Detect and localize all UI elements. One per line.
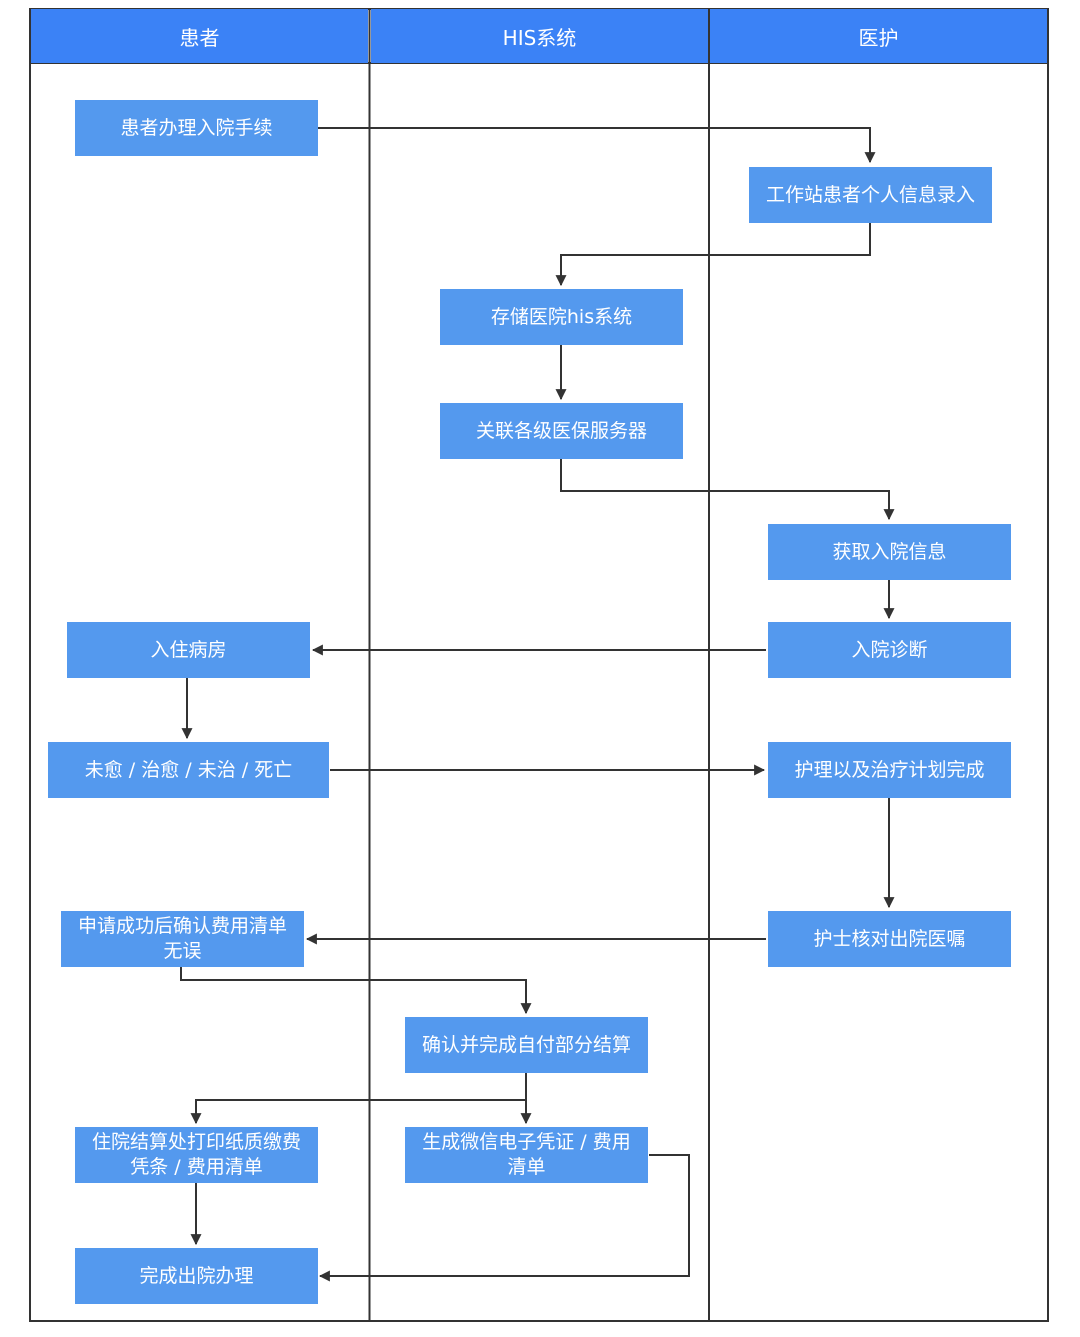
node-admit: 患者办理入院手续	[75, 100, 318, 156]
node-settle: 确认并完成自付部分结算	[405, 1017, 648, 1073]
node-outcome: 未愈 / 治愈 / 未治 / 死亡	[48, 742, 329, 798]
node-fetch: 获取入院信息	[768, 524, 1011, 580]
lane-header-medical: 医护	[710, 9, 1047, 63]
node-confirm-bill: 申请成功后确认费用清单无误	[61, 911, 304, 967]
lane-header-patient: 患者	[31, 9, 368, 63]
edge-workstation-to-store	[555, 222, 871, 287]
edge-confirm-bill-to-settle	[180, 967, 532, 1015]
node-nurse-check: 护士核对出院医嘱	[768, 911, 1011, 967]
node-store: 存储医院his系统	[440, 289, 683, 345]
edge-insurance-to-fetch	[560, 459, 895, 521]
node-insurance: 关联各级医保服务器	[440, 403, 683, 459]
lane-header-his: HIS系统	[371, 9, 708, 63]
node-diagnose: 入院诊断	[768, 622, 1011, 678]
node-care-plan: 护理以及治疗计划完成	[768, 742, 1011, 798]
connectors	[180, 127, 895, 1282]
node-workstation: 工作站患者个人信息录入	[749, 167, 992, 223]
node-discharge: 完成出院办理	[75, 1248, 318, 1304]
node-print: 住院结算处打印纸质缴费凭条 / 费用清单	[75, 1127, 318, 1183]
edge-admit-to-workstation	[318, 127, 876, 164]
node-ward: 入住病房	[67, 622, 310, 678]
edge-wechat-to-discharge	[318, 1154, 690, 1282]
edge-settle-to-print	[190, 1073, 527, 1125]
node-wechat: 生成微信电子凭证 / 费用清单	[405, 1127, 648, 1183]
